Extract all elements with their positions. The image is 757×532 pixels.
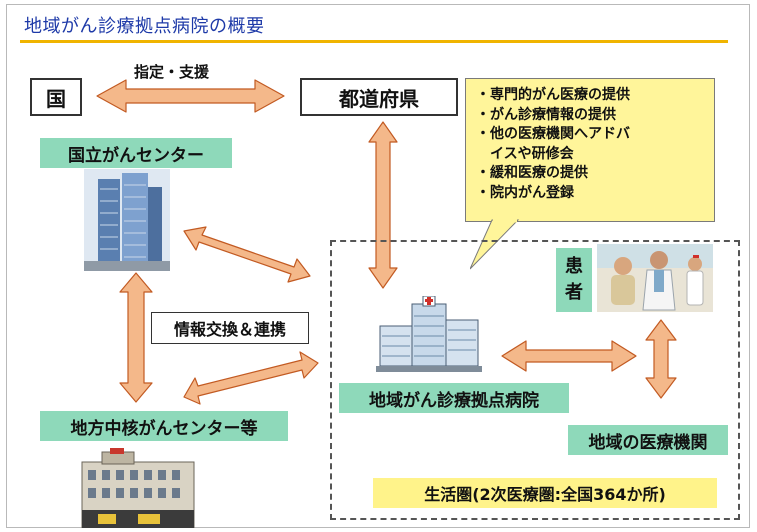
slide-frame <box>6 4 750 528</box>
label-designation-support: 指定・支援 <box>134 63 210 81</box>
arrow-regional-hospital <box>183 351 319 405</box>
bubble-item: ・院内がん登録 <box>476 184 574 201</box>
node-regional-core-center: 地方中核がんセンター等 <box>40 411 288 441</box>
hospital-role-bubble: ・専門的がん医療の提供 ・がん診療情報の提供 ・他の医療機関へアドバ イスや研修… <box>465 78 715 222</box>
living-area-region <box>330 240 740 520</box>
bubble-item: ・他の医療機関へアドバ <box>476 126 630 143</box>
arrow-ncc-hospital <box>183 226 311 283</box>
bubble-item: ・がん診療情報の提供 <box>476 106 616 123</box>
arrow-hospital-local <box>501 340 637 372</box>
arrow-prefecture-hospital <box>368 121 398 289</box>
bubble-item: ・緩和医療の提供 <box>476 165 588 182</box>
title-underline <box>20 40 728 43</box>
department-building-icon <box>81 448 195 528</box>
bubble-item: ・専門的がん医療の提供 <box>476 87 630 103</box>
slide-title: 地域がん診療拠点病院の概要 <box>24 16 265 37</box>
hospital-building-icon <box>376 296 482 372</box>
node-base-hospital: 地域がん診療拠点病院 <box>339 383 569 413</box>
living-area-label: 生活圏(2次医療圏:全国364か所) <box>373 478 717 508</box>
label-info-exchange: 情報交換＆連携 <box>151 312 309 344</box>
node-local-medical: 地域の医療機関 <box>568 425 728 455</box>
node-national-cancer-center: 国立がんセンター <box>40 138 232 168</box>
bubble-tail <box>470 219 520 270</box>
doctor-patient-photo-icon <box>597 244 713 312</box>
node-prefecture: 都道府県 <box>300 78 458 116</box>
office-tower-icon <box>84 169 170 271</box>
arrow-ncc-regional <box>119 272 153 403</box>
arrow-patient-local <box>645 319 677 399</box>
node-patient: 患者 <box>556 248 592 312</box>
bubble-item: イスや研修会 <box>476 145 574 162</box>
arrow-country-prefecture <box>96 79 285 113</box>
node-country: 国 <box>30 78 82 116</box>
